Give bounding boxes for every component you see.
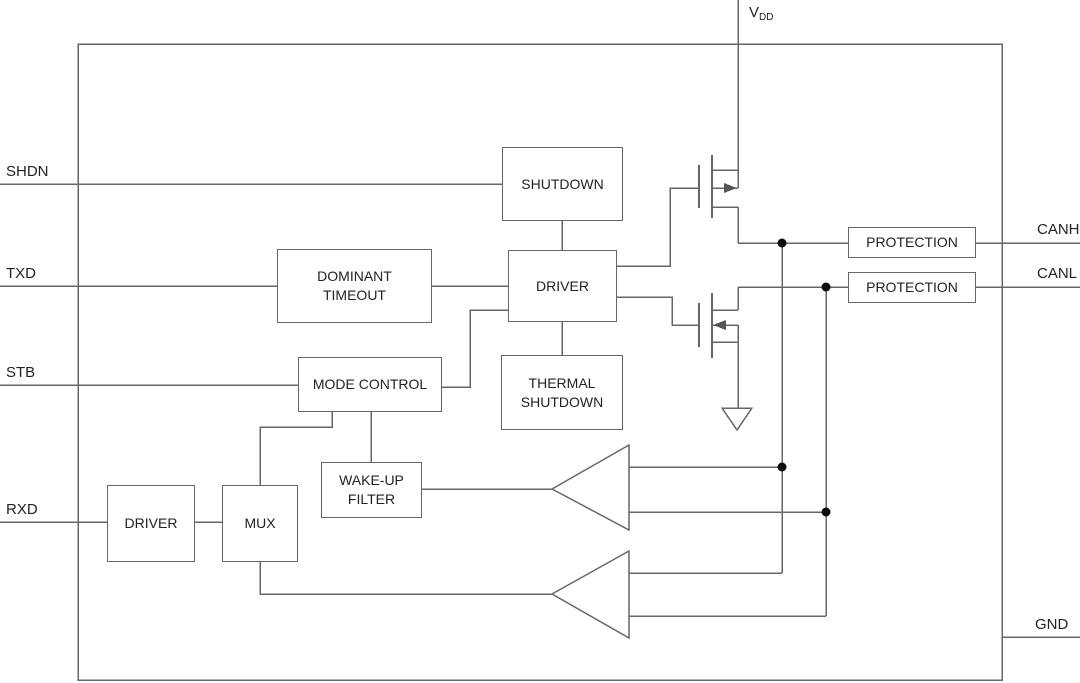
- block-thermal-shutdown: THERMAL SHUTDOWN: [501, 355, 623, 430]
- block-protection-canl: PROTECTION: [848, 272, 976, 303]
- pin-label-canl: CANL: [1037, 265, 1078, 282]
- chip-boundary: [77, 43, 1003, 681]
- block-thermal-shutdown-label: THERMAL SHUTDOWN: [520, 374, 604, 410]
- block-driver-label: DRIVER: [536, 277, 589, 294]
- pin-label-rxd: RXD: [6, 501, 38, 518]
- block-mux: MUX: [222, 485, 298, 562]
- block-dominant-timeout-label: DOMINANT TIMEOUT: [317, 268, 392, 303]
- high-mosfet-arrow-icon: [724, 183, 737, 193]
- mux-to-receiver-wire: [259, 562, 552, 595]
- block-wakeup-filter-label: WAKE-UP FILTER: [339, 472, 404, 507]
- block-shutdown-label: SHUTDOWN: [521, 175, 604, 192]
- junction-dots: [777, 238, 831, 517]
- block-protection-canh: PROTECTION: [848, 227, 976, 258]
- pin-label-canh: CANH: [1037, 221, 1080, 238]
- pin-label-txd: TXD: [6, 265, 36, 282]
- low-side-mosfet: [698, 287, 739, 408]
- block-mux-label: MUX: [244, 515, 276, 532]
- block-wakeup-filter: WAKE-UP FILTER: [321, 462, 422, 518]
- pin-label-vdd-base: V: [749, 4, 760, 21]
- block-protection-canl-label: PROTECTION: [866, 279, 958, 296]
- pin-wires: [0, 0, 1080, 638]
- receiver-main-triangle-icon: [550, 443, 630, 532]
- receiver-canl-junction-dot: [821, 507, 831, 517]
- block-rx-driver: DRIVER: [107, 485, 195, 562]
- block-mode-control-label: MODE CONTROL: [312, 376, 428, 393]
- modecontrol-to-mux-wire: [259, 412, 333, 485]
- low-mosfet-arrow-icon: [713, 320, 726, 330]
- modecontrol-to-driver-wire: [442, 309, 508, 388]
- pin-label-vdd-sub: DD: [759, 12, 774, 23]
- high-side-mosfet: [698, 155, 739, 243]
- pin-label-gnd: GND: [1035, 616, 1069, 633]
- pin-label-shdn: SHDN: [6, 163, 49, 180]
- canl-junction-dot: [821, 282, 831, 292]
- block-driver: DRIVER: [508, 250, 617, 322]
- pin-label-stb: STB: [6, 364, 36, 381]
- pin-label-vdd: VDD: [749, 4, 773, 23]
- block-rx-driver-label: DRIVER: [124, 515, 178, 532]
- driver-to-highgate-wire: [617, 187, 699, 267]
- canh-junction-dot: [777, 238, 787, 248]
- receiver-canh-junction-dot: [777, 462, 787, 472]
- block-shutdown: SHUTDOWN: [502, 147, 623, 221]
- block-dominant-timeout: DOMINANT TIMEOUT: [277, 249, 432, 323]
- ground-symbol-icon: [720, 407, 754, 432]
- block-protection-canh-label: PROTECTION: [866, 234, 958, 251]
- internal-wires: [195, 187, 848, 617]
- driver-to-lowgate-wire: [617, 296, 699, 326]
- block-mode-control: MODE CONTROL: [298, 357, 442, 412]
- receiver-wakeup-triangle-icon: [550, 549, 630, 640]
